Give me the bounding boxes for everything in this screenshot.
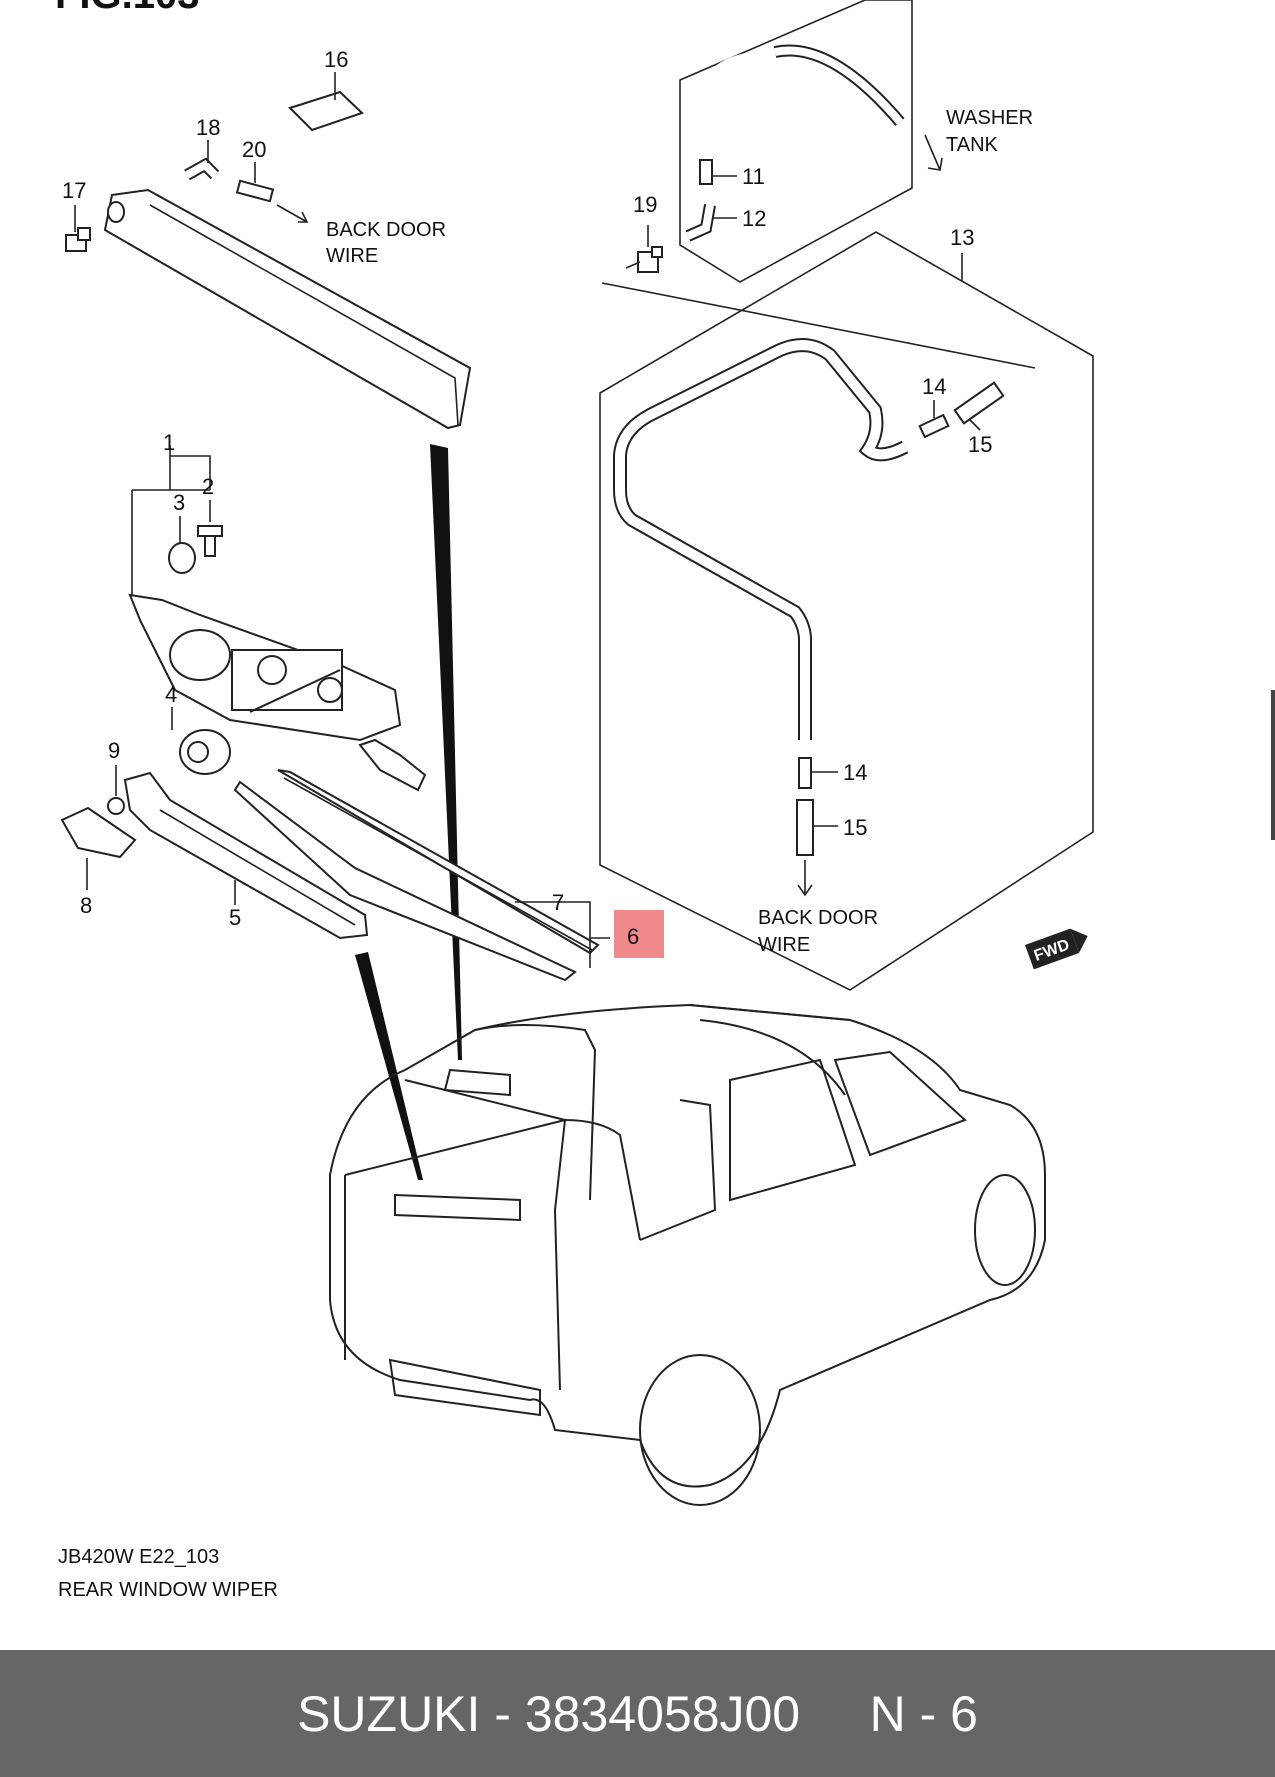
wiper-motor [128,593,427,792]
footer-bar: SUZUKI - 3834058J00 N - 6 [0,1650,1275,1777]
callout-20: 20 [242,137,266,162]
grommet-3 [168,542,196,574]
joint-14-top [918,413,950,439]
callout-11: 11 [742,164,765,189]
part-number-caption: SUZUKI - 3834058J00 N - 6 [297,1685,978,1742]
figure-label: FIG.103 [55,0,200,17]
callout-19: 18 [196,115,220,140]
callout-17: 17 [62,178,86,203]
cap-8 [60,806,137,859]
scroll-indicator[interactable] [1271,690,1275,840]
callout-4: 4 [165,682,177,707]
callout-9: 9 [108,738,120,763]
washer-tank-arrow [924,134,943,171]
back-door-wire-bottom-line1: BACK DOOR [758,907,878,929]
figure-code: JB420W E22_103 [58,1546,219,1568]
callout-14-top: 14 [922,374,946,399]
callout-3: 3 [173,490,185,515]
figure-title: REAR WINDOW WIPER [58,1579,278,1601]
wiper-arm [123,771,369,940]
hose-15-bottom [796,799,814,856]
joint-14-bottom [798,757,812,789]
washer-tank-line2: TANK [946,134,999,156]
callout-16: 16 [324,47,348,72]
leader-18-group [601,282,1036,369]
callout-14-bottom: 14 [843,760,867,785]
garnish-light [103,188,472,430]
callout-18: 19 [633,192,657,217]
nut-17 [65,227,91,252]
joint-11 [699,159,713,185]
bolt-2 [197,525,223,557]
pointer-wiper [355,952,423,1180]
highlight-box-6 [614,910,664,958]
cap-4 [179,729,231,775]
bracket-1 [169,455,211,490]
back-door-wire-bottom-line2: WIRE [758,934,810,956]
hose-group-13-outline [599,231,1094,991]
parts-diagram: FIG.103 11 12 WASHER TANK 19 13 14 15 14… [55,0,1094,1601]
connector-20 [235,179,275,203]
callout-15-top: 15 [968,432,992,457]
washer-tank-line1: WASHER [946,107,1033,129]
nut-9 [107,797,125,815]
wiper-blade [233,769,600,982]
washer-tank-group-outline [679,0,913,283]
callout-7: 7 [552,890,564,915]
back-door-wire-top-line2: WIRE [326,245,378,267]
callout-2: 2 [202,474,214,499]
vehicle-outline [329,1003,1046,1506]
callout-12: 12 [742,206,766,231]
callout-15-bottom: 15 [843,815,867,840]
callout-5: 5 [229,905,241,930]
callout-8: 8 [80,893,92,918]
nozzle-18 [625,246,663,273]
pointer-garnish [430,444,462,1060]
joint-19 [184,157,220,181]
label-16 [288,90,364,132]
fwd-badge: FWD [1025,928,1088,970]
callout-13: 13 [950,225,974,250]
hose-15-top [953,381,1005,425]
back-door-wire-top-line1: BACK DOOR [326,219,446,241]
callout-1: 1 [163,430,175,455]
bracket-6-7 [515,901,591,968]
callout-6: 6 [627,924,639,949]
